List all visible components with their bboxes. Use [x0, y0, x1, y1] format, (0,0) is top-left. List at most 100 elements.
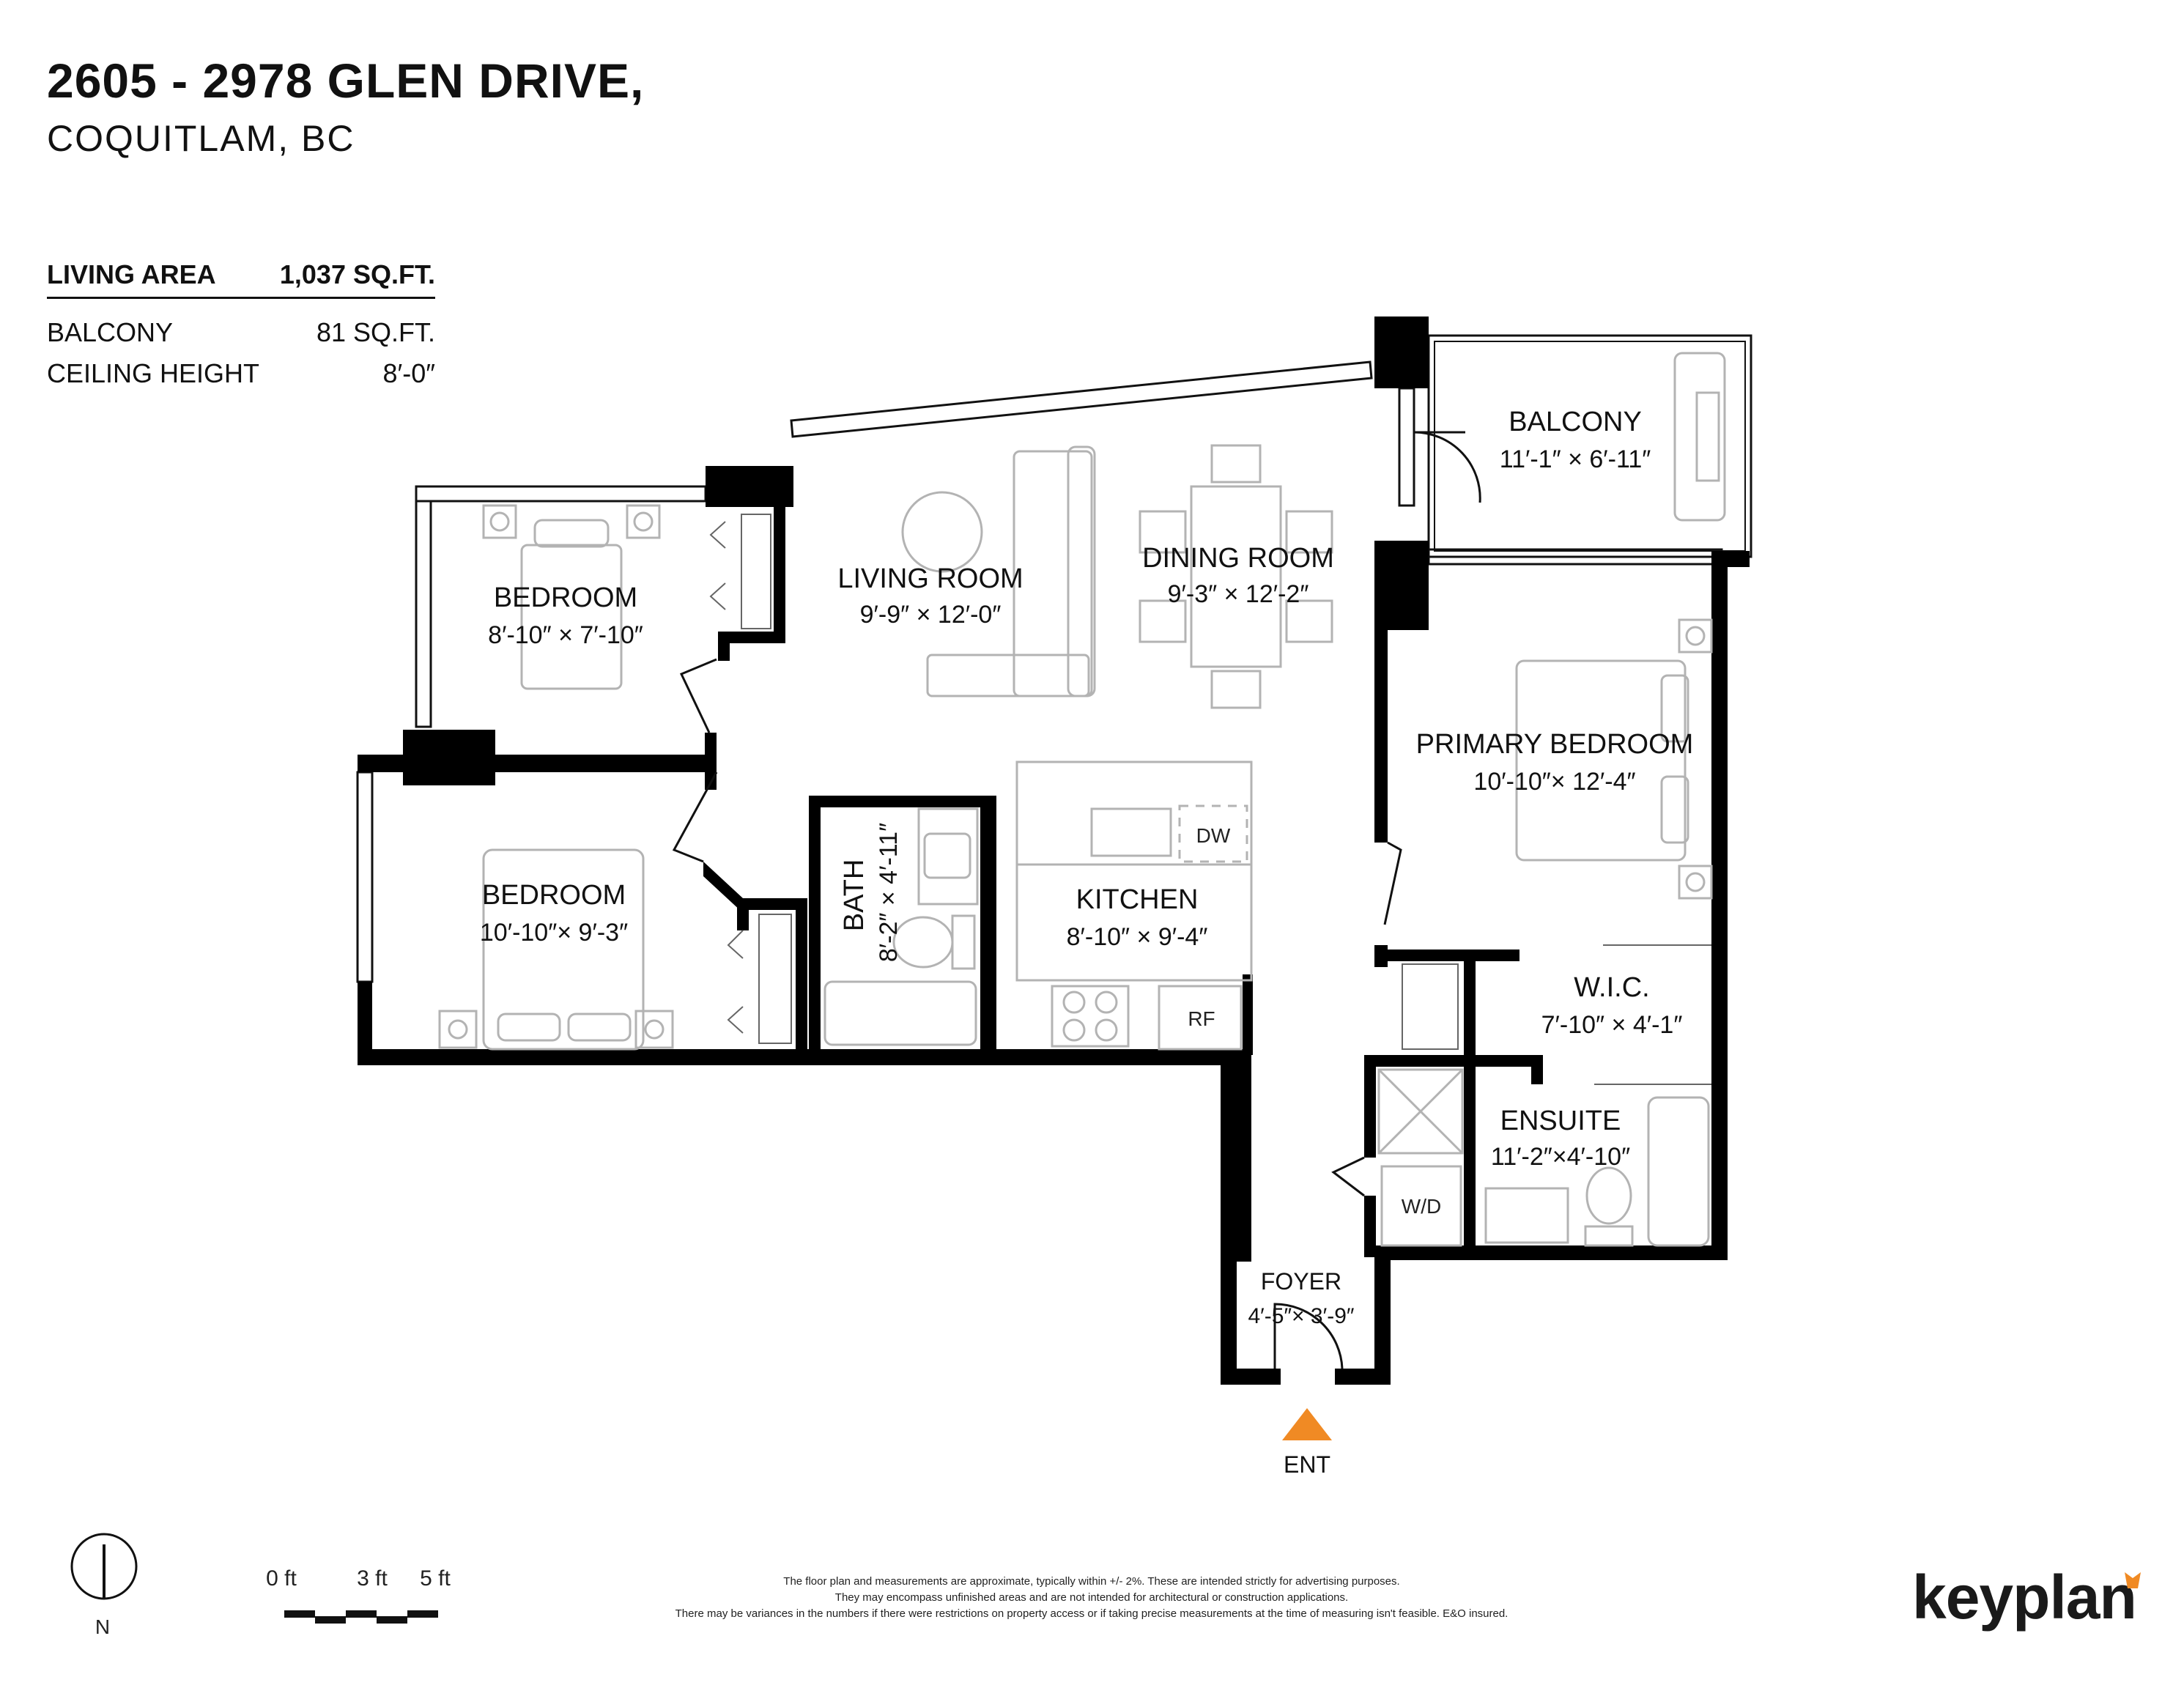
balcony-row: BALCONY 81 SQ.FT.: [47, 312, 435, 353]
bed2-nightstand: [634, 1010, 674, 1049]
bed1: [520, 544, 623, 690]
door-balcony-swing: [1413, 431, 1481, 503]
bed2-pillow: [567, 1013, 632, 1042]
scale-segment: [315, 1616, 346, 1624]
lamp-icon: [633, 511, 654, 532]
disclaimer-line: They may encompass unfinished areas and …: [834, 1591, 1349, 1604]
ceiling-label: CEILING HEIGHT: [47, 358, 260, 388]
column-balcony-top: [1374, 316, 1429, 388]
bed2-pillow: [497, 1013, 561, 1042]
bathtub-icon: [823, 980, 977, 1046]
closet-symbols: [709, 514, 1711, 1085]
window-bedroom2-west: [356, 771, 374, 983]
balcony-outline: [1427, 334, 1752, 558]
living-area-row: LIVING AREA 1,037 SQ.FT.: [47, 253, 435, 299]
wall-primary-ne-post: [1711, 551, 1750, 567]
primary-pillow: [1660, 674, 1689, 743]
bath-vanity: [917, 807, 979, 906]
wall-closet1-bottom: [718, 632, 785, 643]
lamp-icon: [1685, 626, 1706, 646]
wall-closet2-right: [796, 898, 807, 1058]
dishwasher: [1178, 804, 1248, 863]
room-dims-foyer: 4′-5″× 3′-9″: [1248, 1304, 1354, 1328]
bbq-hood: [1695, 391, 1720, 482]
window-living-north: [790, 360, 1373, 438]
room-dims-dining: 9′-3″ × 12′-2″: [1168, 580, 1309, 608]
room-dims-balcony: 11′-1″ × 6′-11″: [1500, 445, 1651, 473]
wall-primary-east: [1711, 551, 1728, 1257]
scale-label-3: 3 ft: [357, 1566, 388, 1591]
door-primary: [1383, 841, 1402, 925]
door-laundry: [1331, 1156, 1365, 1197]
balcony-inner-line: [1434, 341, 1746, 552]
wall-closet1-stub: [718, 632, 730, 661]
primary-nightstand: [1678, 865, 1713, 900]
ensuite-vanity: [1484, 1187, 1569, 1244]
ceiling-row: CEILING HEIGHT 8′-0″: [47, 353, 435, 394]
kitchen-sink-icon: [1090, 807, 1172, 857]
dining-chair: [1285, 599, 1333, 643]
room-dims-living: 9′-9″ × 12′-0″: [860, 601, 1002, 629]
room-name-kitchen: KITCHEN: [1076, 884, 1199, 915]
ceiling-value: 8′-0″: [382, 358, 435, 388]
scale-segment: [284, 1610, 315, 1618]
page-subtitle: COQUITLAM, BC: [47, 118, 355, 159]
bed2-nightstand: [438, 1010, 478, 1049]
balcony-label: BALCONY: [47, 317, 174, 347]
room-name-bedroom1: BEDROOM: [494, 582, 637, 613]
refrigerator-label: RF: [1188, 1007, 1215, 1030]
entry-label: ENT: [1284, 1451, 1330, 1478]
compass-label: N: [95, 1615, 110, 1638]
primary-pillow: [1660, 775, 1689, 844]
wall-wic-left: [1464, 949, 1476, 1257]
scale-segment: [407, 1610, 438, 1618]
wall-closet1-right: [774, 498, 785, 642]
wall-wic-bottom-left: [1476, 1055, 1543, 1067]
walls: [358, 316, 1750, 1385]
closet1-rail: [741, 514, 771, 629]
wall-ensuite-bottom: [1374, 1245, 1728, 1260]
room-dims-bedroom1: 8′-10″ × 7′-10″: [488, 621, 643, 649]
dishwasher-label: DW: [1196, 824, 1231, 847]
washer-dryer-label: W/D: [1402, 1195, 1441, 1218]
area-stats: LIVING AREA 1,037 SQ.FT. BALCONY 81 SQ.F…: [47, 253, 435, 394]
wall-bath-right: [980, 796, 996, 1058]
room-name-primary: PRIMARY BEDROOM: [1416, 729, 1694, 760]
wall-wic-bottom-stub: [1531, 1055, 1543, 1084]
window-bedroom1-north: [415, 485, 707, 503]
scale-segment: [346, 1610, 377, 1618]
burner: [1095, 991, 1118, 1014]
ensuite-tub: [1647, 1096, 1710, 1247]
wall-laundry-left2: [1364, 1196, 1376, 1257]
wall-kitchen-island-post: [1243, 974, 1253, 1055]
wall-laundry-left: [1364, 1055, 1376, 1158]
lamp-icon: [644, 1019, 665, 1040]
sink-icon: [923, 832, 971, 879]
living-area-value: 1,037 SQ.FT.: [279, 259, 435, 289]
bed1-nightstand-r: [626, 504, 661, 539]
lamp-icon: [1685, 872, 1706, 892]
wall-wic-top: [1380, 949, 1476, 961]
room-labels: BEDROOM 8′-10″ × 7′-10″ LIVING ROOM 9′-9…: [480, 407, 1693, 1328]
disclaimer-line: The floor plan and measurements are appr…: [783, 1575, 1400, 1588]
closet3-rail: [1402, 963, 1459, 1050]
wall-wic-top-right: [1476, 949, 1519, 961]
burner: [1062, 991, 1086, 1014]
lamp-icon: [489, 511, 510, 532]
wall-laundry-top: [1364, 1055, 1464, 1067]
shower-x: [1377, 1068, 1464, 1155]
dining-chair: [1139, 599, 1187, 643]
room-dims-bedroom2: 10′-10″× 9′-3″: [480, 919, 628, 947]
burner: [1062, 1018, 1086, 1042]
door-entry-swing: [1273, 1303, 1344, 1369]
brand-logo: keyplan: [1912, 1563, 2137, 1632]
wall-closet2-top: [737, 898, 807, 910]
fox-icon: [2125, 1572, 2141, 1588]
closet2-hanger-a: [727, 930, 744, 959]
washer-dryer: [1380, 1165, 1462, 1247]
toilet-tank: [1584, 1225, 1634, 1247]
toilet-icon: [892, 916, 954, 969]
kitchen-counter: [1015, 863, 1253, 982]
disclaimer-line: There may be variances in the numbers if…: [675, 1607, 1509, 1620]
